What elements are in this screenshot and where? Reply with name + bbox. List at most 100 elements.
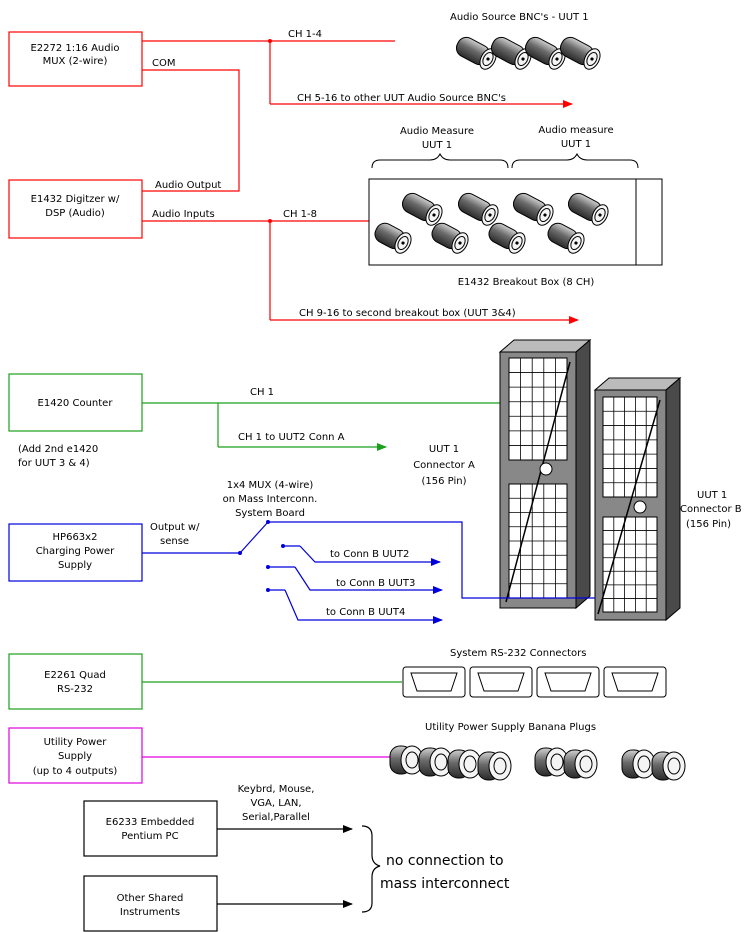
conn-a-label-1: UUT 1	[429, 444, 459, 455]
e2261-label-1: E2261 Quad	[44, 670, 106, 681]
audio-output-label: Audio Output	[155, 180, 221, 191]
mux-pivot	[238, 551, 242, 555]
junction-dot	[268, 219, 272, 223]
audio-measure-label-1a: Audio Measure	[400, 126, 474, 137]
bnc-connector	[431, 222, 469, 254]
bnc-connector	[559, 36, 601, 70]
junction-dot	[268, 39, 272, 43]
banana-plug	[621, 749, 656, 779]
rs232-connectors	[402, 666, 667, 698]
ch1-8-label: CH 1-8	[283, 209, 317, 220]
mux-contact	[266, 520, 270, 524]
banana-plug	[651, 751, 686, 781]
audio-source-wiring	[142, 40, 579, 324]
breakout-bnc-connectors	[374, 192, 609, 254]
e2272-audio-mux-box	[8, 31, 143, 87]
bnc-connector	[455, 36, 497, 70]
hp663-label-1: HP663x2	[53, 532, 98, 543]
banana-plugs	[389, 745, 686, 781]
e2261-quad-rs232-box	[8, 653, 143, 710]
bnc-connector	[524, 36, 566, 70]
counter-wiring	[142, 402, 500, 451]
audio-measure-label-2b: UUT 1	[561, 139, 591, 150]
audio-measure-label-2a: Audio measure	[538, 125, 613, 136]
no-connection-label-2: mass interconnect	[380, 876, 510, 892]
mux-4wire-label-3: System Board	[235, 508, 305, 519]
conn-a-label-3: (156 Pin)	[422, 476, 467, 487]
utility-power-supply-box	[8, 727, 143, 784]
audio-source-bnc-connectors	[455, 36, 601, 70]
utility-label-3: (up to 4 outputs)	[33, 766, 118, 777]
e6233-label-2: Pentium PC	[121, 831, 178, 842]
conn-b-label-2: Connector B	[680, 504, 742, 515]
utility-label-2: Supply	[58, 751, 92, 762]
output-sense-label-2: sense	[160, 536, 189, 547]
brace-left	[371, 152, 509, 169]
e1432-label-1: E1432 Digitzer w/	[31, 194, 120, 205]
banana-plug	[447, 749, 482, 779]
bnc-connector	[512, 192, 554, 226]
mux-4wire-label-2: on Mass Interconn.	[223, 494, 318, 505]
e1432-digitizer-box	[8, 179, 143, 239]
utility-label-1: Utility Power	[44, 737, 108, 748]
banana-plug	[477, 751, 512, 781]
audio-measure-label-1b: UUT 1	[422, 140, 452, 151]
banana-plug	[534, 747, 569, 777]
power-supply-wiring	[142, 521, 595, 624]
e1420-label: E1420 Counter	[38, 398, 114, 409]
com-label: COM	[152, 58, 175, 69]
ch5-16-label: CH 5-16 to other UUT Audio Source BNC's	[297, 93, 506, 104]
e2272-label-1: E2272 1:16 Audio	[30, 43, 119, 54]
e6233-pc-box	[83, 800, 218, 857]
e2272-label-2: MUX (2-wire)	[43, 56, 108, 67]
brace-right	[511, 152, 639, 169]
hp663-label-2: Charging Power	[36, 546, 115, 557]
audio-inputs-label: Audio Inputs	[152, 209, 215, 220]
rs232-title: System RS-232 Connectors	[450, 648, 586, 659]
uut1-connector-a	[498, 338, 592, 610]
mux-contact	[266, 565, 270, 569]
mux-4wire-label-1: 1x4 MUX (4-wire)	[227, 480, 314, 491]
bnc-connector	[374, 222, 412, 254]
audio-source-title: Audio Source BNC's - UUT 1	[450, 12, 589, 23]
no-connection-brace	[361, 825, 381, 913]
banana-plug	[418, 747, 453, 777]
conn-a-label-2: Connector A	[413, 460, 475, 471]
db9-connector	[402, 666, 466, 698]
other-label-1: Other Shared	[117, 893, 184, 904]
to-conn-b-uut4-label: to Conn B UUT4	[326, 607, 405, 618]
db9-connector	[536, 666, 600, 698]
e1432-label-2: DSP (Audio)	[45, 208, 105, 219]
bnc-connector	[567, 192, 609, 226]
to-conn-b-uut3-label: to Conn B UUT3	[336, 578, 415, 589]
banana-title: Utility Power Supply Banana Plugs	[425, 722, 596, 733]
ch9-16-label: CH 9-16 to second breakout box (UUT 3&4)	[299, 308, 516, 319]
db9-connector	[469, 666, 533, 698]
bnc-connector	[401, 192, 443, 226]
e2261-label-2: RS-232	[57, 684, 93, 695]
other-instruments-box	[83, 875, 218, 932]
ch1-uut2-label: CH 1 to UUT2 Conn A	[238, 432, 345, 443]
e6233-label-1: E6233 Embedded	[106, 817, 195, 828]
mux-contact	[281, 544, 285, 548]
output-sense-label-1: Output w/	[150, 522, 200, 533]
breakout-box-title: E1432 Breakout Box (8 CH)	[458, 277, 595, 288]
bnc-connector	[488, 222, 526, 254]
bnc-connector	[457, 192, 499, 226]
uut1-connector-b	[593, 376, 682, 622]
banana-plug	[389, 745, 424, 775]
pc-conns-label-1: Keybrd, Mouse,	[238, 784, 315, 795]
conn-b-label-3: (156 Pin)	[686, 519, 731, 530]
add-e1420-note-1: (Add 2nd e1420	[18, 444, 98, 455]
ch1-4-label: CH 1-4	[288, 29, 322, 40]
other-label-2: Instruments	[120, 907, 180, 918]
no-connection-label-1: no connection to	[386, 853, 504, 869]
hp663-label-3: Supply	[58, 560, 92, 571]
bnc-connector	[547, 222, 585, 254]
banana-plug	[563, 749, 598, 779]
ch1-label: CH 1	[250, 387, 274, 398]
pc-conns-label-3: Serial,Parallel	[242, 812, 310, 823]
db9-connector	[603, 666, 667, 698]
to-conn-b-uut2-label: to Conn B UUT2	[330, 549, 409, 560]
